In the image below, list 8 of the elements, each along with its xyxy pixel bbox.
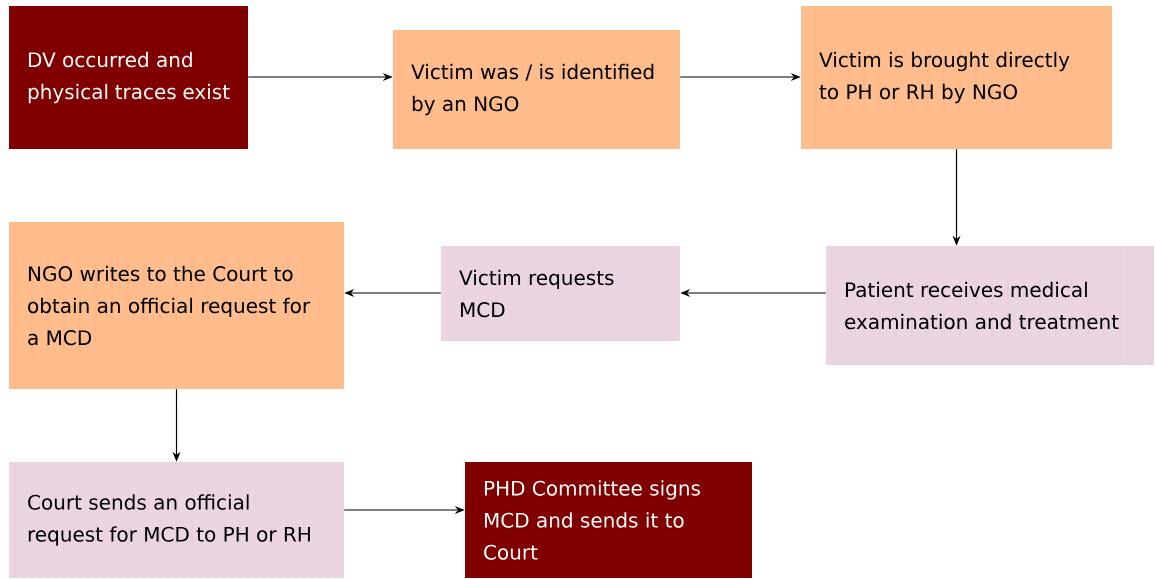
process-box: Patient receives medical examination and treatment <box>826 246 1154 365</box>
process-box: Victim is brought directly to PH or RH by NGO <box>801 6 1112 149</box>
process-box: Court sends an official request for MCD to PH or RH <box>9 462 344 578</box>
process-box: Victim was / is identified by an NGO <box>393 30 680 149</box>
process-box: DV occurred and physical traces exist <box>9 6 248 149</box>
process-box: PHD Committee signs MCD and sends it to Court <box>465 462 752 578</box>
process-box: NGO writes to the Court to obtain an official request for a MCD <box>9 222 344 389</box>
process-box: Victim requests MCD <box>441 246 680 341</box>
